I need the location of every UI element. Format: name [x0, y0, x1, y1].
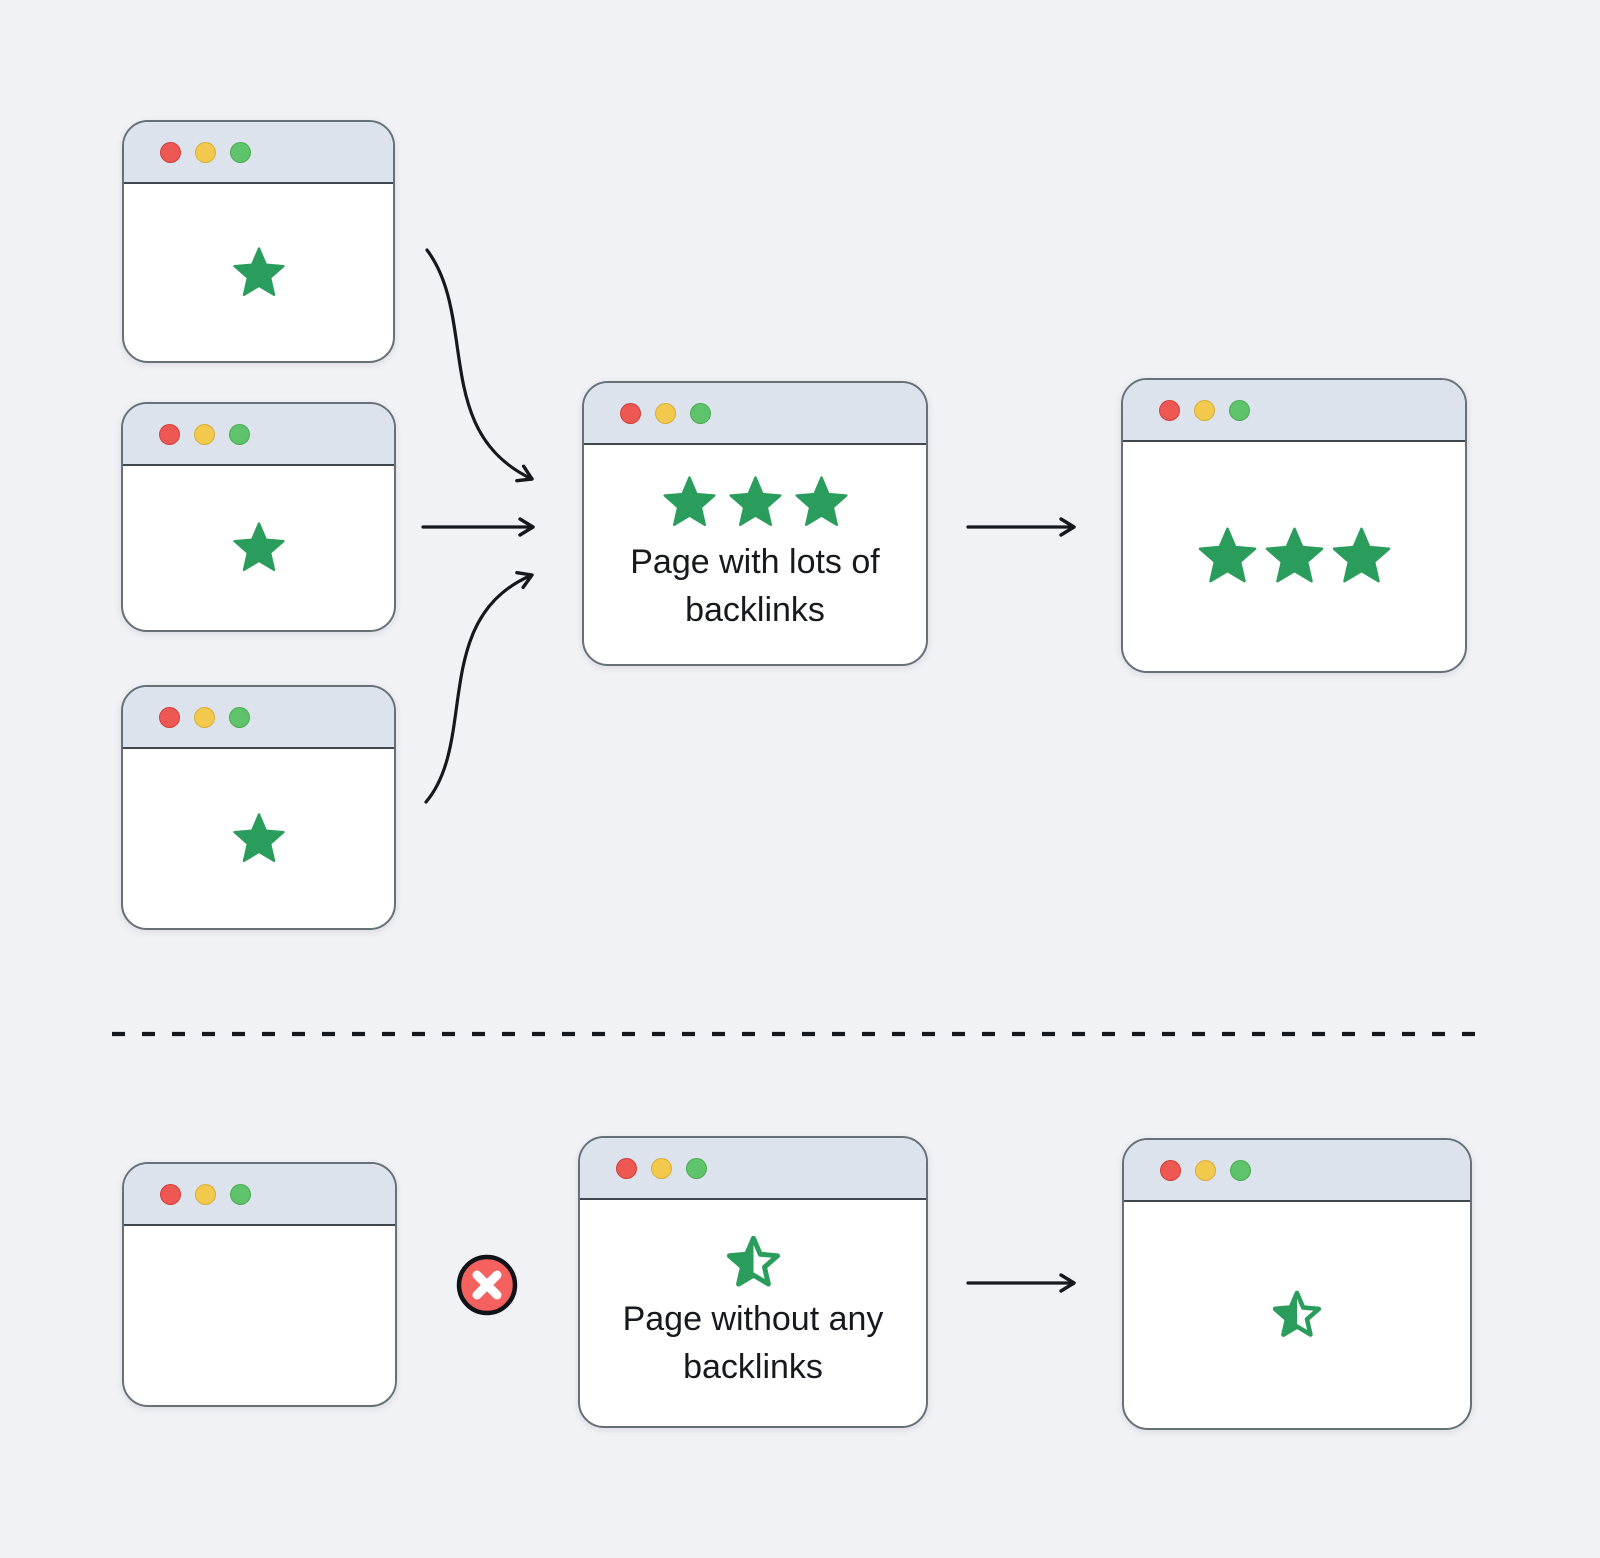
- close-dot-icon: [159, 706, 180, 728]
- minimize-dot-icon: [1194, 399, 1215, 421]
- half-star-icon: [726, 1235, 780, 1287]
- minimize-dot-icon: [195, 141, 216, 163]
- star-rating: [231, 811, 287, 867]
- window-titlebar: [123, 404, 394, 466]
- window-titlebar: [1123, 380, 1465, 442]
- unranked-result-window: [1122, 1138, 1472, 1430]
- x-circle-icon: [456, 1254, 518, 1316]
- star-rating: [231, 245, 287, 301]
- star-rating: [231, 520, 287, 576]
- window-titlebar: [124, 122, 393, 184]
- star-icon: [662, 476, 716, 527]
- non-linking-page-window: [122, 1162, 397, 1407]
- window-titlebar: [124, 1164, 395, 1226]
- zoom-dot-icon: [1229, 399, 1250, 421]
- minimize-dot-icon: [194, 706, 215, 728]
- star-icon: [232, 812, 285, 862]
- star-icon: [1265, 527, 1323, 583]
- window-titlebar: [580, 1138, 926, 1200]
- minimize-dot-icon: [195, 1183, 216, 1205]
- zoom-dot-icon: [229, 706, 250, 728]
- backlink-arrow-top: [425, 248, 534, 483]
- window-body: [123, 749, 394, 928]
- linking-page-window-3: [121, 685, 396, 930]
- window-body: [124, 1226, 395, 1405]
- zoom-dot-icon: [686, 1157, 707, 1179]
- minimize-dot-icon: [1195, 1159, 1216, 1181]
- close-dot-icon: [1159, 399, 1180, 421]
- star-icon: [728, 476, 782, 527]
- window-body: [1124, 1202, 1470, 1428]
- backlink-arrow-bottom: [424, 570, 534, 804]
- window-body: Page with lots of backlinks: [584, 445, 926, 664]
- close-dot-icon: [160, 141, 181, 163]
- close-dot-icon: [1160, 1159, 1181, 1181]
- star-icon: [1332, 527, 1390, 583]
- page-label: Page with lots of backlinks: [630, 543, 880, 629]
- window-body: Page without any backlinks: [580, 1200, 926, 1426]
- zoom-dot-icon: [229, 423, 250, 445]
- close-dot-icon: [160, 1183, 181, 1205]
- window-body: [123, 466, 394, 630]
- star-icon: [232, 522, 285, 572]
- window-titlebar: [1124, 1140, 1470, 1202]
- window-body: [1123, 442, 1465, 671]
- half-star-icon: [1272, 1290, 1322, 1337]
- minimize-dot-icon: [651, 1157, 672, 1179]
- minimize-dot-icon: [655, 402, 676, 424]
- star-rating: [661, 474, 850, 531]
- close-dot-icon: [616, 1157, 637, 1179]
- star-icon: [1198, 527, 1256, 583]
- close-dot-icon: [159, 423, 180, 445]
- close-dot-icon: [620, 402, 641, 424]
- star-rating: [1196, 525, 1393, 588]
- minimize-dot-icon: [194, 423, 215, 445]
- linking-page-window-2: [121, 402, 396, 632]
- zoom-dot-icon: [230, 141, 251, 163]
- linking-page-window-1: [122, 120, 395, 363]
- page-without-backlinks-window: Page without any backlinks: [578, 1136, 928, 1428]
- window-titlebar: [123, 687, 394, 749]
- star-icon: [232, 246, 285, 296]
- zoom-dot-icon: [230, 1183, 251, 1205]
- star-icon: [794, 476, 848, 527]
- star-rating: [726, 1235, 781, 1290]
- ranked-result-window: [1121, 378, 1467, 673]
- window-body: [124, 184, 393, 361]
- page-label: Page without any backlinks: [622, 1299, 884, 1386]
- window-titlebar: [584, 383, 926, 445]
- page-with-backlinks-window: Page with lots of backlinks: [582, 381, 928, 666]
- star-rating: [1272, 1290, 1322, 1340]
- zoom-dot-icon: [1230, 1159, 1251, 1181]
- zoom-dot-icon: [690, 402, 711, 424]
